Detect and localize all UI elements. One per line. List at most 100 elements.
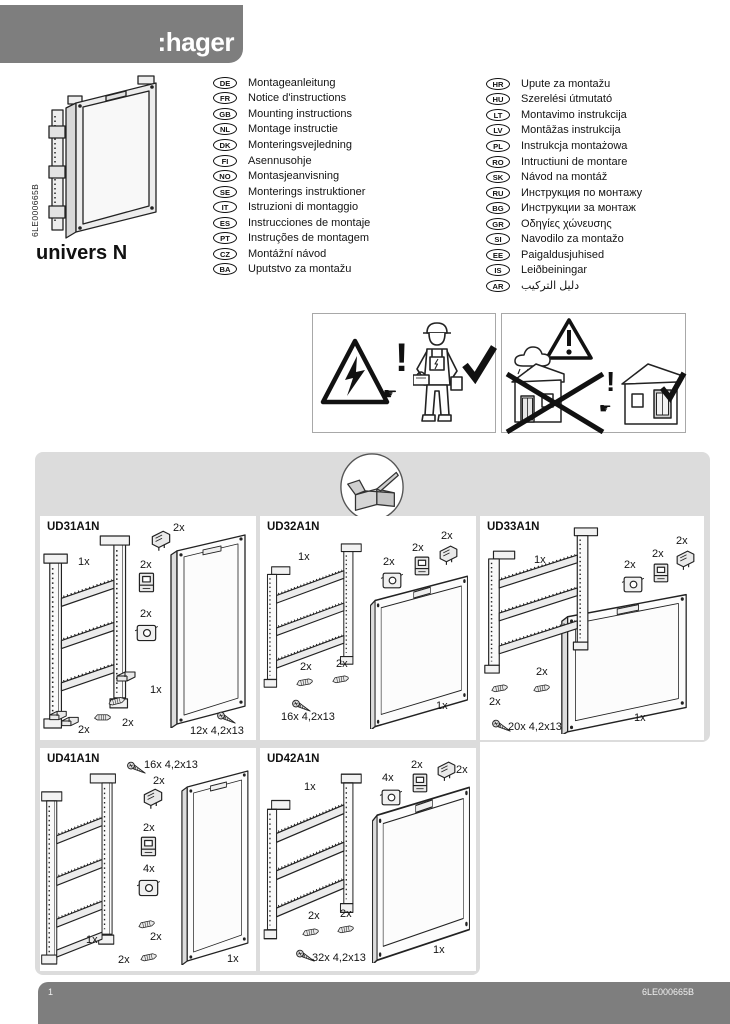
- language-code-badge: SE: [213, 185, 237, 198]
- screw-qty-label: 32x 4,2x13: [312, 952, 366, 964]
- bracket-part-icon: [116, 671, 136, 682]
- language-instruction-label: دليل التركيب: [521, 280, 580, 293]
- language-instruction-label: Инструкции за монтаж: [521, 202, 636, 215]
- house-outdoor-forbidden-icon: [505, 346, 605, 434]
- qty-label: 2x: [456, 764, 468, 776]
- qty-label: 2x: [676, 535, 688, 547]
- safety-indoor-use-panel: ! ☛: [501, 313, 687, 434]
- language-row: SI Navodilo za montažo: [486, 231, 642, 247]
- language-code-badge: AR: [486, 279, 510, 292]
- model-code: UD33A1N: [487, 521, 540, 533]
- language-row: ES Instrucciones de montaje: [213, 215, 370, 231]
- language-instruction-label: Montavimo instrukcija: [521, 108, 627, 121]
- language-row: CZ Montážní návod: [213, 246, 370, 262]
- language-instruction-label: Upute za montažu: [521, 77, 611, 90]
- clamp-part-icon: [676, 550, 695, 571]
- open-box-icon: [338, 452, 406, 522]
- language-code-badge: PT: [213, 232, 237, 245]
- language-code-badge: RU: [486, 186, 510, 199]
- language-row: RO Intructiuni de montare: [486, 154, 642, 170]
- model-code: UD32A1N: [267, 521, 320, 533]
- language-row: PL Instrukcja montażowa: [486, 138, 642, 154]
- qty-label: 2x: [336, 658, 348, 670]
- qty-label: 1x: [298, 551, 310, 563]
- language-list-left: DE Montageanleitung FR Notice d'instruct…: [213, 75, 370, 277]
- language-row: DE Montageanleitung: [213, 75, 370, 91]
- cover-plate-part-icon: [134, 624, 159, 642]
- dowel-part-icon: [94, 714, 111, 721]
- door-drawing: [181, 770, 249, 965]
- language-instruction-label: Montage instructie: [248, 123, 338, 136]
- qty-label: 2x: [489, 696, 501, 708]
- qty-label: 1x: [634, 712, 646, 724]
- language-instruction-label: Paigaldusjuhised: [521, 248, 605, 261]
- qty-label: 4x: [382, 772, 394, 784]
- qty-label: 1x: [304, 781, 316, 793]
- cover-plate-part-icon: [380, 572, 404, 589]
- clamp-part-icon: [143, 788, 163, 810]
- model-code: UD42A1N: [267, 753, 320, 765]
- language-code-badge: IT: [213, 201, 237, 214]
- language-instruction-label: Szerelési útmutató: [521, 93, 613, 106]
- document-code: 6LE000665B: [641, 987, 694, 997]
- qty-label: 2x: [652, 548, 664, 560]
- language-row: IS Leiðbeiningar: [486, 263, 642, 279]
- parts-card-ud33a1n: UD33A1N 1x 2x 2x 2x 2x 2x 20x 4,2x13 1x: [480, 516, 704, 740]
- qty-label: 2x: [122, 717, 134, 729]
- model-code: UD31A1N: [47, 521, 100, 533]
- qty-label: 1x: [534, 554, 546, 566]
- exclamation-icon: !: [395, 336, 409, 380]
- clamp-part-icon: [151, 530, 171, 552]
- language-row: BG Инструкции за монтаж: [486, 200, 642, 216]
- enclosure-product-drawing: [48, 75, 157, 239]
- language-row: RU Инструкция по монтажу: [486, 185, 642, 201]
- cover-plate-part-icon: [136, 879, 161, 897]
- dowel-part-icon: [139, 952, 158, 962]
- qty-label: 2x: [140, 608, 152, 620]
- qty-label: 2x: [383, 556, 395, 568]
- header-bar: :hager: [0, 5, 243, 63]
- language-list-right: HR Upute za montažu HU Szerelési útmutat…: [486, 76, 642, 294]
- language-code-badge: NL: [213, 123, 237, 136]
- chassis-drawing: [483, 526, 599, 675]
- language-code-badge: LT: [486, 108, 510, 121]
- language-code-badge: EE: [486, 248, 510, 261]
- bracket-part-icon: [138, 572, 155, 593]
- qty-label: 2x: [143, 822, 155, 834]
- qty-label: 2x: [624, 559, 636, 571]
- language-instruction-label: Montageanleitung: [248, 76, 336, 89]
- screw-qty-label: 20x 4,2x13: [508, 721, 562, 733]
- language-instruction-label: Monterings instruktioner: [248, 185, 366, 198]
- language-instruction-label: Monteringsvejledning: [248, 138, 352, 151]
- language-code-badge: BA: [213, 263, 237, 276]
- language-row: GB Mounting instructions: [213, 106, 370, 122]
- door-drawing: [170, 534, 246, 728]
- language-row: HR Upute za montažu: [486, 76, 642, 92]
- qty-label: 1x: [150, 684, 162, 696]
- parts-card-ud31a1n: UD31A1N 2x 2x 2x 1x 2x 2x 12x 4,2x13 1x: [40, 516, 256, 740]
- language-code-badge: GB: [213, 107, 237, 120]
- language-code-badge: GR: [486, 217, 510, 230]
- parts-card-ud41a1n: UD41A1N 16x 4,2x13 2x 2x 4x 2x 1x 2x 1x: [40, 748, 256, 971]
- language-instruction-label: Instruções de montagem: [248, 232, 370, 245]
- clamp-part-icon: [439, 545, 458, 566]
- language-row: EE Paigaldusjuhised: [486, 247, 642, 263]
- bracket-part-icon: [412, 773, 428, 793]
- language-instruction-label: Οδηγίες χώνευσης: [521, 217, 612, 230]
- language-instruction-label: Asennusohje: [248, 154, 312, 167]
- cover-plate-part-icon: [621, 576, 645, 593]
- language-code-badge: CZ: [213, 247, 237, 260]
- chassis-drawing: [263, 542, 363, 689]
- check-icon: [659, 371, 687, 403]
- language-instruction-label: Instrucciones de montaje: [248, 216, 371, 229]
- language-row: LV Montāžas instrukcija: [486, 123, 642, 139]
- language-code-badge: FI: [213, 154, 237, 167]
- language-instruction-label: Montasjeanvisning: [248, 170, 340, 183]
- screw-qty-label: 16x 4,2x13: [144, 759, 198, 771]
- language-code-badge: SI: [486, 233, 510, 246]
- language-row: NL Montage instructie: [213, 122, 370, 138]
- dowel-part-icon: [532, 683, 551, 693]
- language-code-badge: HU: [486, 93, 510, 106]
- qty-label: 1x: [227, 953, 239, 965]
